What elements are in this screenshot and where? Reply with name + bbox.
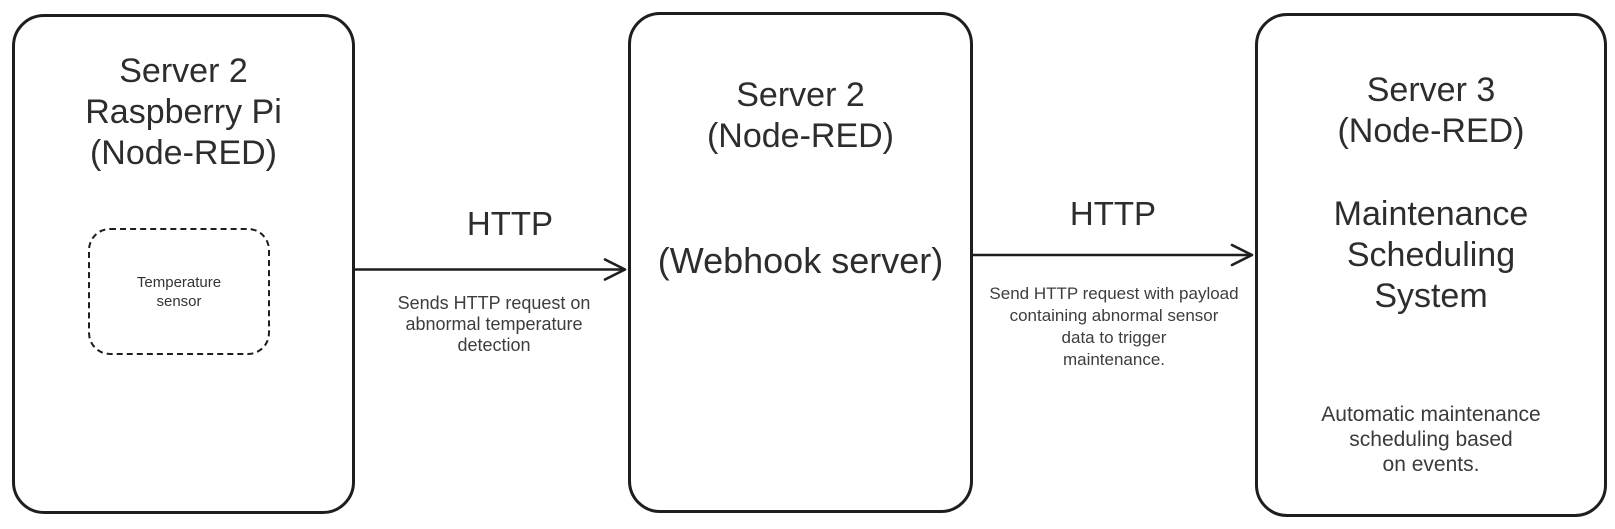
node-server2-raspberry-pi: Server 2 Raspberry Pi (Node-RED) Tempera… <box>12 14 355 514</box>
node-server2-webhook: Server 2 (Node-RED) (Webhook server) <box>628 12 973 513</box>
node-server3-maintenance-subtitle: Maintenance Scheduling System <box>1333 195 1529 315</box>
edge1-protocol-label: HTTP <box>466 205 554 242</box>
edge1-description: Sends HTTP request on abnormal temperatu… <box>397 293 591 355</box>
edge2-protocol-label: HTTP <box>1069 195 1157 232</box>
arrow-edge2-http <box>971 243 1254 267</box>
node-server2-webhook-title: Server 2 (Node-RED) <box>706 76 895 155</box>
node-server3-maintenance-title: Server 3 (Node-RED) <box>1337 71 1525 150</box>
node-server3-maintenance-description: Automatic maintenance scheduling based o… <box>1321 403 1541 476</box>
node-server2-webhook-subtitle: (Webhook server) <box>657 240 944 281</box>
temperature-sensor-label: Temperature sensor <box>136 273 222 310</box>
node-server2-raspberry-pi-title: Server 2 Raspberry Pi (Node-RED) <box>85 52 282 172</box>
edge2-description: Send HTTP request with payload containin… <box>989 284 1239 369</box>
node-server3-maintenance: Server 3 (Node-RED) Maintenance Scheduli… <box>1255 13 1607 517</box>
temperature-sensor-box: Temperature sensor <box>88 228 270 355</box>
arrow-edge1-http <box>353 258 627 281</box>
